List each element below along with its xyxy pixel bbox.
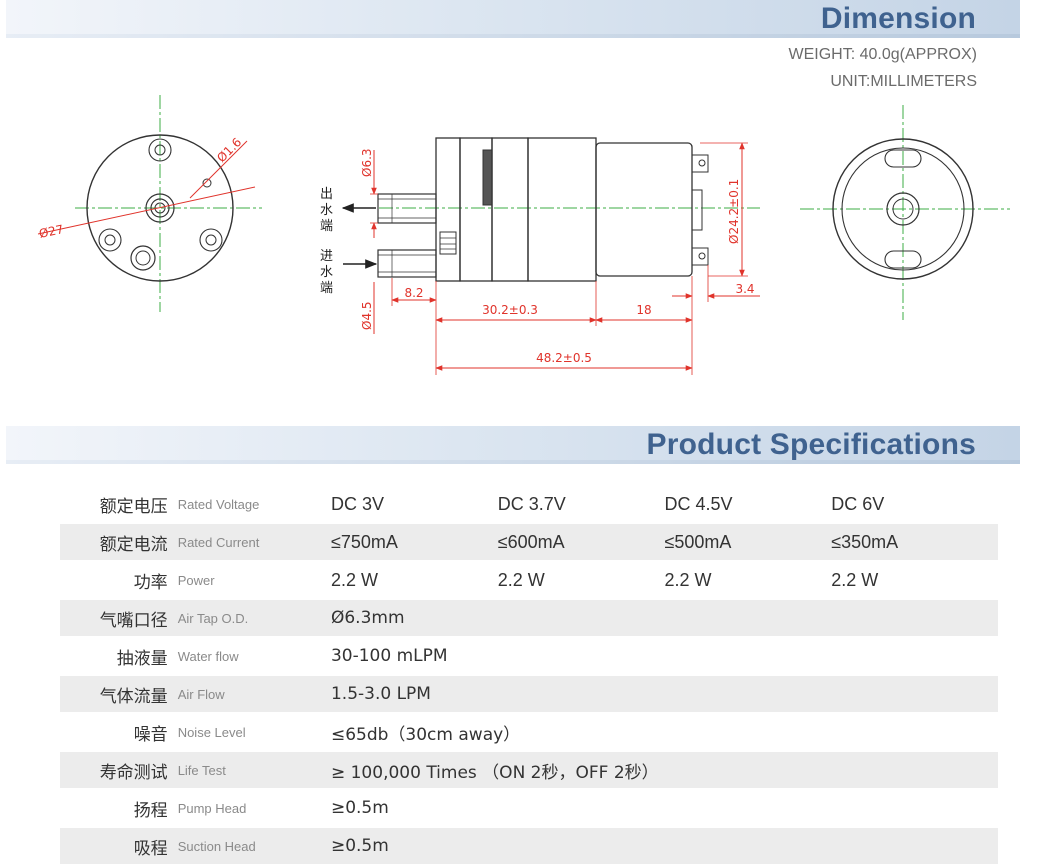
inlet-label-1: 进 (320, 249, 333, 264)
spec-name-cn: 额定电流 (60, 522, 168, 562)
header-bar-shade (6, 34, 1020, 38)
spec-row: 额定电压 Rated Voltage DC 3V DC 3.7V DC 4.5V DC 6… (60, 486, 998, 523)
spec-row: 扬程 Pump Head ≥0.5m (60, 789, 998, 827)
spec-row: 功率 Power 2.2 W 2.2 W 2.2 W 2.2 W (60, 561, 998, 599)
specs-table: 额定电压 Rated Voltage DC 3V DC 3.7V DC 4.5V DC 6… (60, 486, 998, 866)
dim-label-dia45: Ø4.5 (360, 301, 374, 330)
spec-value: DC 4.5V (664, 493, 733, 514)
spec-value: ≤750mA (330, 522, 498, 562)
spec-name-en: Air Tap O.D. (167, 598, 331, 638)
spec-name-en: Air Flow (167, 674, 331, 714)
spec-name-cn: 气体流量 (60, 674, 168, 714)
weight-note: WEIGHT: 40.0g(APPROX) (788, 46, 978, 63)
spec-value: 2.2 W (497, 569, 545, 590)
inlet-label-2: 水 (320, 265, 333, 280)
spec-value: ≤600mA (497, 522, 665, 562)
specs-title: Product Specifications (646, 428, 976, 461)
spec-name-en: Pump Head (177, 800, 247, 816)
dim-label-len18: 18 (636, 303, 651, 317)
spec-name-cn: 噪音 (133, 724, 168, 745)
spec-name-cn: 扬程 (133, 800, 168, 821)
spec-name-cn: 气嘴口径 (60, 598, 168, 638)
dimension-header-bar: Dimension (6, 0, 1020, 38)
spec-value: DC 3.7V (497, 493, 566, 514)
spec-name-cn: 寿命测试 (60, 750, 168, 790)
dim-label-len482: 48.2±0.5 (536, 351, 592, 365)
spec-name-en: Suction Head (167, 826, 331, 866)
spec-name-en: Life Test (167, 750, 331, 790)
spec-value: 2.2 W (330, 569, 378, 590)
spec-value: 2.2 W (664, 569, 712, 590)
specs-table-body: 额定电压 Rated Voltage DC 3V DC 3.7V DC 4.5V DC 6… (60, 486, 998, 866)
side-view: 出 水 端 进 水 端 Ø6.3 Ø4.5 8.2 30.2±0.3 18 3.… (320, 137, 760, 375)
header-bar-shade (6, 460, 1020, 464)
outlet-label-2: 水 (320, 203, 333, 218)
spec-value: ≤350mA (831, 522, 998, 562)
spec-value: ≤500mA (664, 522, 832, 562)
rear-view (800, 105, 1010, 320)
dim-label-dia27: Ø27 (38, 222, 65, 241)
dimension-title: Dimension (820, 2, 976, 35)
dim-label-dia16: Ø1.6 (214, 135, 244, 165)
spec-name-en: Rated Current (167, 522, 331, 562)
dim-label-len34: 3.4 (735, 282, 754, 296)
spec-value: Ø6.3mm (330, 598, 998, 638)
spec-name-cn: 功率 (133, 572, 168, 593)
spec-name-en: Rated Voltage (177, 496, 260, 512)
spec-value: DC 6V (831, 493, 885, 514)
spec-value: 30-100 mLPM (330, 646, 448, 666)
dim-label-len82: 8.2 (404, 286, 423, 300)
spec-row: 抽液量 Water flow 30-100 mLPM (60, 637, 998, 675)
spec-name-cn: 额定电压 (99, 496, 168, 517)
spec-value: 2.2 W (831, 569, 879, 590)
dim-label-len302: 30.2±0.3 (482, 303, 538, 317)
spec-name-cn: 吸程 (60, 826, 168, 866)
spec-value: 1.5-3.0 LPM (330, 674, 998, 714)
unit-note: UNIT:MILLIMETERS (830, 73, 977, 90)
spec-name-en: Water flow (177, 648, 239, 664)
spec-value: DC 3V (330, 493, 384, 514)
outlet-label-3: 端 (320, 219, 333, 234)
dimension-drawing: Ø27 Ø1.6 出 水 端 进 水 (38, 95, 1010, 375)
front-view: Ø27 Ø1.6 (38, 95, 262, 312)
spec-value: ≥ 100,000 Times （ON 2秒，OFF 2秒） (330, 750, 998, 790)
spec-value: ≥0.5m (330, 798, 389, 818)
spec-name-cn: 抽液量 (116, 648, 168, 669)
spec-value: ≤65db（30cm away） (330, 724, 521, 745)
spec-name-en: Power (177, 572, 215, 588)
inlet-label-3: 端 (320, 281, 333, 296)
outlet-label-1: 出 (320, 187, 333, 202)
dim-label-dia63: Ø6.3 (360, 148, 374, 177)
spec-value: ≥0.5m (330, 826, 998, 866)
spec-name-en: Noise Level (177, 724, 246, 740)
specs-header-bar: Product Specifications (6, 426, 1020, 464)
dim-label-dia242: Ø24.2±0.1 (727, 179, 741, 244)
spec-row: 噪音 Noise Level ≤65db（30cm away） (60, 713, 998, 751)
